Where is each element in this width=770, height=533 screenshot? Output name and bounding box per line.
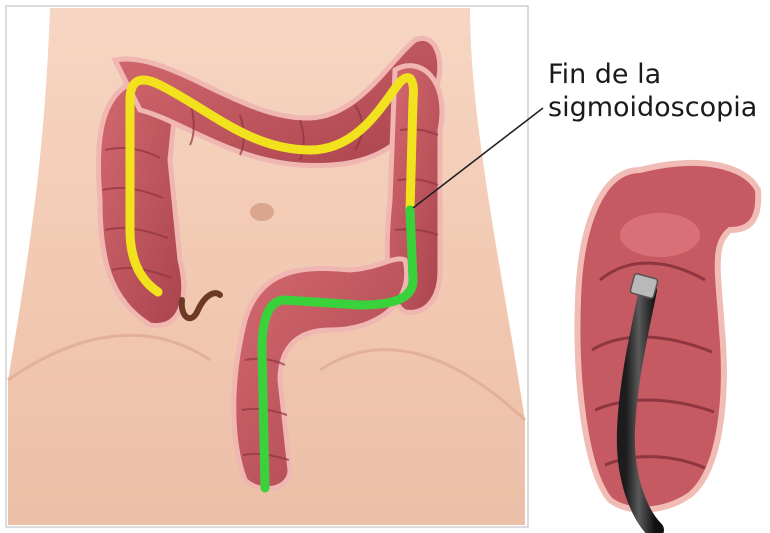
- callout-line-2: sigmoidoscopia: [548, 91, 757, 124]
- callout-line-1: Fin de la: [548, 58, 757, 91]
- navel: [250, 203, 274, 221]
- callout-label: Fin de la sigmoidoscopia: [548, 58, 757, 124]
- colon-cross-section: [577, 163, 758, 510]
